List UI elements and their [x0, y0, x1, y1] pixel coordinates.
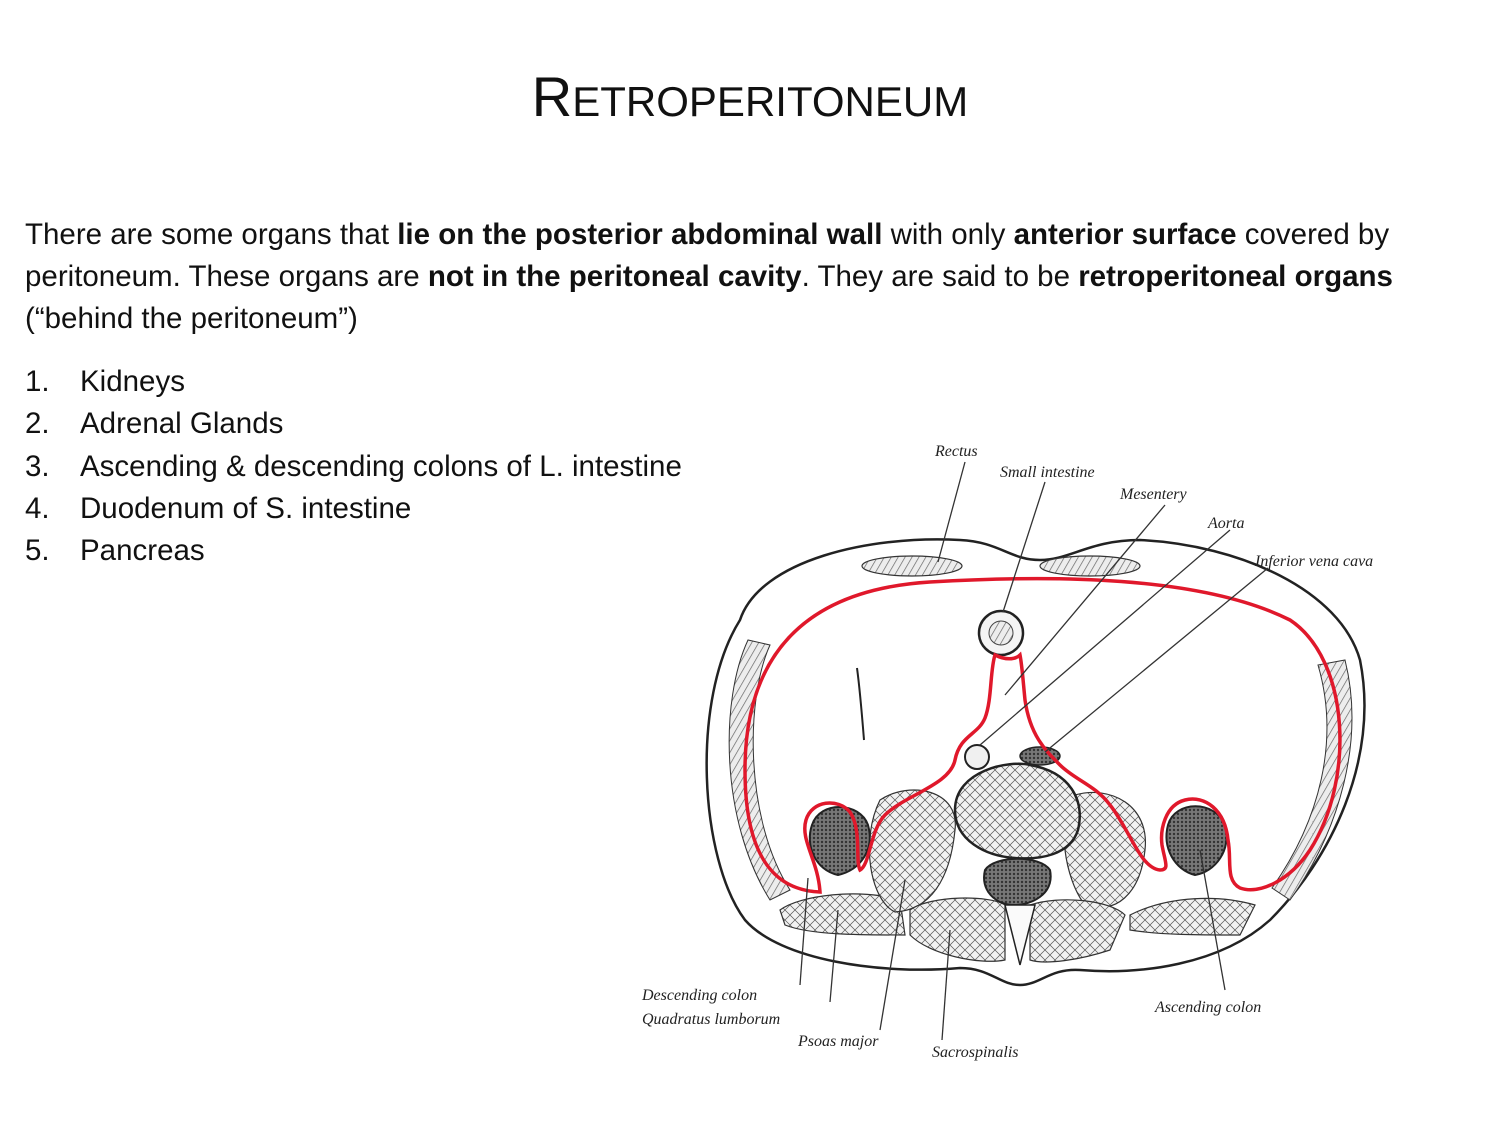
- list-item: 1. Kidneys: [25, 361, 682, 403]
- list-number: 5.: [25, 534, 50, 568]
- label-quadratus-lumborum: Quadratus lumborum: [642, 1011, 780, 1028]
- list-label: Duodenum of S. intestine: [80, 491, 412, 525]
- para-text-2: with only: [882, 218, 1014, 251]
- label-sacrospinalis: Sacrospinalis: [932, 1044, 1019, 1061]
- sacrospinalis-right: [1029, 899, 1126, 963]
- list-number: 4.: [25, 491, 50, 525]
- label-inferior-vena-cava: Inferior vena cava: [1254, 553, 1373, 570]
- para-bold-4: retroperitoneal organs: [1078, 260, 1393, 293]
- label-ascending-colon: Ascending colon: [1154, 999, 1261, 1016]
- sacrospinalis-left: [909, 897, 1006, 962]
- para-text-1: There are some organs that: [25, 218, 398, 251]
- abdomen-cross-section-diagram: Rectus Small intestine Mesentery Aorta I…: [641, 443, 1373, 1061]
- label-mesentery: Mesentery: [1119, 486, 1188, 503]
- label-descending-colon: Descending colon: [641, 987, 757, 1004]
- rectus-muscle-left: [861, 555, 963, 577]
- title-rest: ETROPERITONEUM: [572, 78, 969, 125]
- list-label: Kidneys: [80, 365, 185, 398]
- list-item: 3. Ascending & descending colons of L. in…: [25, 446, 682, 488]
- list-number: 2.: [25, 407, 50, 441]
- list-label: Adrenal Glands: [80, 407, 284, 441]
- quadratus-lumborum-right: [1129, 897, 1256, 936]
- spinous-process: [1004, 904, 1036, 966]
- label-rectus: Rectus: [934, 443, 978, 460]
- label-psoas-major: Psoas major: [797, 1033, 879, 1050]
- list-number: 1.: [25, 365, 50, 398]
- aorta: [964, 744, 990, 770]
- title-initial: R: [531, 65, 573, 128]
- label-small-intestine: Small intestine: [1000, 464, 1095, 481]
- para-bold-1: lie on the posterior abdominal wall: [397, 218, 883, 251]
- page-title: RETROPERITONEUM: [0, 64, 1500, 129]
- list-item: 2. Adrenal Glands: [25, 403, 682, 445]
- list-number: 3.: [25, 449, 50, 483]
- inferior-vena-cava: [1019, 746, 1061, 766]
- para-text-3: covered by peritoneum. These organs are: [25, 218, 1390, 293]
- quadratus-lumborum-left: [779, 893, 906, 936]
- mesentery-fold-mark: [856, 667, 865, 741]
- vertebral-body: [953, 762, 1081, 860]
- peritoneum-line: [743, 576, 1342, 894]
- list-label: Ascending & descending colons of L. inte…: [80, 449, 682, 483]
- para-text-4: . They are said to be: [801, 260, 1079, 293]
- right-abdominal-muscles: [1271, 659, 1353, 901]
- kidney-right: [1165, 805, 1228, 877]
- left-abdominal-muscles: [728, 639, 791, 901]
- para-bold-3: not in the peritoneal cavity: [427, 260, 802, 293]
- organ-list: 1. Kidneys 2. Adrenal Glands 3. Ascending &…: [25, 361, 682, 572]
- label-aorta: Aorta: [1207, 515, 1244, 532]
- intro-paragraph: There are some organs that lie on the po…: [25, 214, 1485, 340]
- list-label: Pancreas: [80, 534, 205, 568]
- para-text-5: (“behind the peritoneum”): [25, 302, 358, 335]
- rectus-muscle-right: [1039, 555, 1141, 577]
- psoas-left: [868, 789, 956, 913]
- para-bold-2: anterior surface: [1013, 218, 1237, 251]
- list-item: 4. Duodenum of S. intestine: [25, 488, 682, 530]
- list-item: 5. Pancreas: [25, 530, 682, 572]
- spinal-canal: [983, 857, 1052, 907]
